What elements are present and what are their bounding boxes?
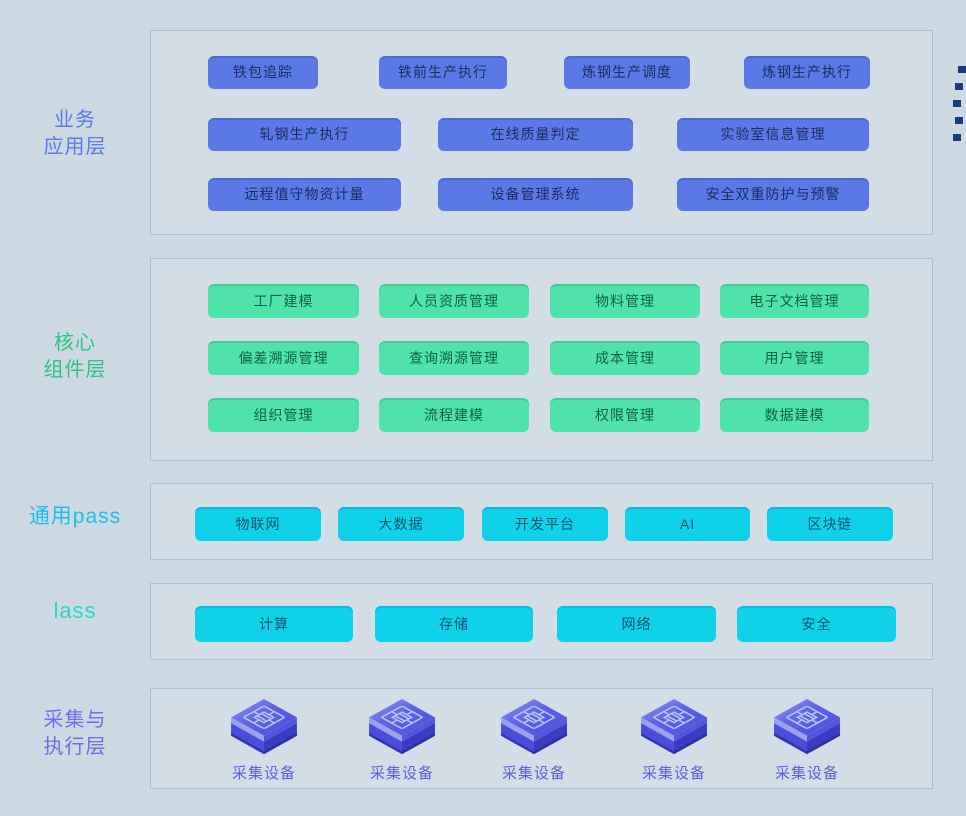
device-cube-icon [494, 697, 574, 759]
btn-paas-service[interactable]: AI [625, 507, 750, 541]
btn-core-component[interactable]: 电子文档管理 [720, 284, 869, 318]
device-cube-icon [634, 697, 714, 759]
layer-label-paas: 通用pass [28, 505, 122, 528]
btn-core-component[interactable]: 用户管理 [720, 341, 869, 375]
btn-core-component[interactable]: 组织管理 [208, 398, 359, 432]
device-cube-icon [767, 697, 847, 759]
device-label: 采集设备 [774, 765, 839, 782]
layer-label-line: 应用层 [43, 136, 107, 158]
btn-core-component[interactable]: 数据建模 [720, 398, 869, 432]
device-label: 采集设备 [501, 765, 566, 782]
btn-core-component[interactable]: 物料管理 [550, 284, 700, 318]
btn-paas-service[interactable]: 开发平台 [482, 507, 608, 541]
layer-label-business: 业务 应用层 [5, 107, 145, 161]
btn-paas-service[interactable]: 区块链 [767, 507, 893, 541]
panel-core: 工厂建模 人员资质管理 物料管理 电子文档管理 偏差溯源管理 查询溯源管理 成本… [150, 258, 933, 461]
device-label: 采集设备 [369, 765, 434, 782]
btn-iaas-resource[interactable]: 计算 [195, 606, 353, 642]
device-cube-icon [362, 697, 442, 759]
btn-business-app[interactable]: 铁包追踪 [208, 56, 318, 89]
btn-business-app[interactable]: 远程值守物资计量 [208, 178, 401, 211]
panel-business: 铁包追踪 铁前生产执行 炼钢生产调度 炼钢生产执行 轧钢生产执行 在线质量判定 … [150, 30, 933, 235]
btn-business-app[interactable]: 轧钢生产执行 [208, 118, 401, 151]
btn-business-app[interactable]: 铁前生产执行 [379, 56, 507, 89]
btn-core-component[interactable]: 流程建模 [379, 398, 529, 432]
layer-label-line: 业务 [54, 109, 96, 131]
device-label: 采集设备 [231, 765, 296, 782]
collect-device: 采集设备 [489, 697, 579, 783]
decor-dot [958, 66, 966, 73]
panel-paas: 物联网 大数据 开发平台 AI 区块链 [150, 483, 933, 560]
btn-business-app[interactable]: 在线质量判定 [438, 118, 633, 151]
btn-core-component[interactable]: 权限管理 [550, 398, 700, 432]
btn-business-app[interactable]: 实验室信息管理 [677, 118, 869, 151]
btn-business-app[interactable]: 安全双重防护与预警 [677, 178, 869, 211]
layer-label-core: 核心 组件层 [5, 330, 145, 384]
panel-iaas: 计算 存储 网络 安全 [150, 583, 933, 660]
decor-dot [955, 117, 963, 124]
collect-device: 采集设备 [762, 697, 852, 783]
btn-core-component[interactable]: 工厂建模 [208, 284, 359, 318]
decor-dot [953, 134, 961, 141]
btn-core-component[interactable]: 人员资质管理 [379, 284, 529, 318]
layer-label-line: 执行层 [43, 736, 107, 758]
decor-dot [953, 100, 961, 107]
layer-label-line: 组件层 [43, 359, 107, 381]
device-label: 采集设备 [641, 765, 706, 782]
layer-label-collect: 采集与 执行层 [5, 707, 145, 761]
btn-business-app[interactable]: 设备管理系统 [438, 178, 633, 211]
collect-device: 采集设备 [219, 697, 309, 783]
device-cube-icon [224, 697, 304, 759]
btn-iaas-resource[interactable]: 存储 [375, 606, 533, 642]
layer-label-line: 核心 [54, 332, 96, 354]
btn-business-app[interactable]: 炼钢生产执行 [744, 56, 870, 89]
btn-iaas-resource[interactable]: 安全 [737, 606, 896, 642]
layer-label-line: 采集与 [43, 709, 107, 731]
btn-core-component[interactable]: 成本管理 [550, 341, 700, 375]
btn-paas-service[interactable]: 大数据 [338, 507, 464, 541]
btn-iaas-resource[interactable]: 网络 [557, 606, 716, 642]
btn-business-app[interactable]: 炼钢生产调度 [564, 56, 690, 89]
collect-device: 采集设备 [357, 697, 447, 783]
decor-dot [955, 83, 963, 90]
btn-core-component[interactable]: 查询溯源管理 [379, 341, 529, 375]
collect-device: 采集设备 [629, 697, 719, 783]
layer-label-iaas: lass [53, 598, 97, 623]
btn-paas-service[interactable]: 物联网 [195, 507, 321, 541]
btn-core-component[interactable]: 偏差溯源管理 [208, 341, 359, 375]
panel-collect: 采集设备 采集设备 采集设备 采集设备 采集设备 [150, 688, 933, 789]
